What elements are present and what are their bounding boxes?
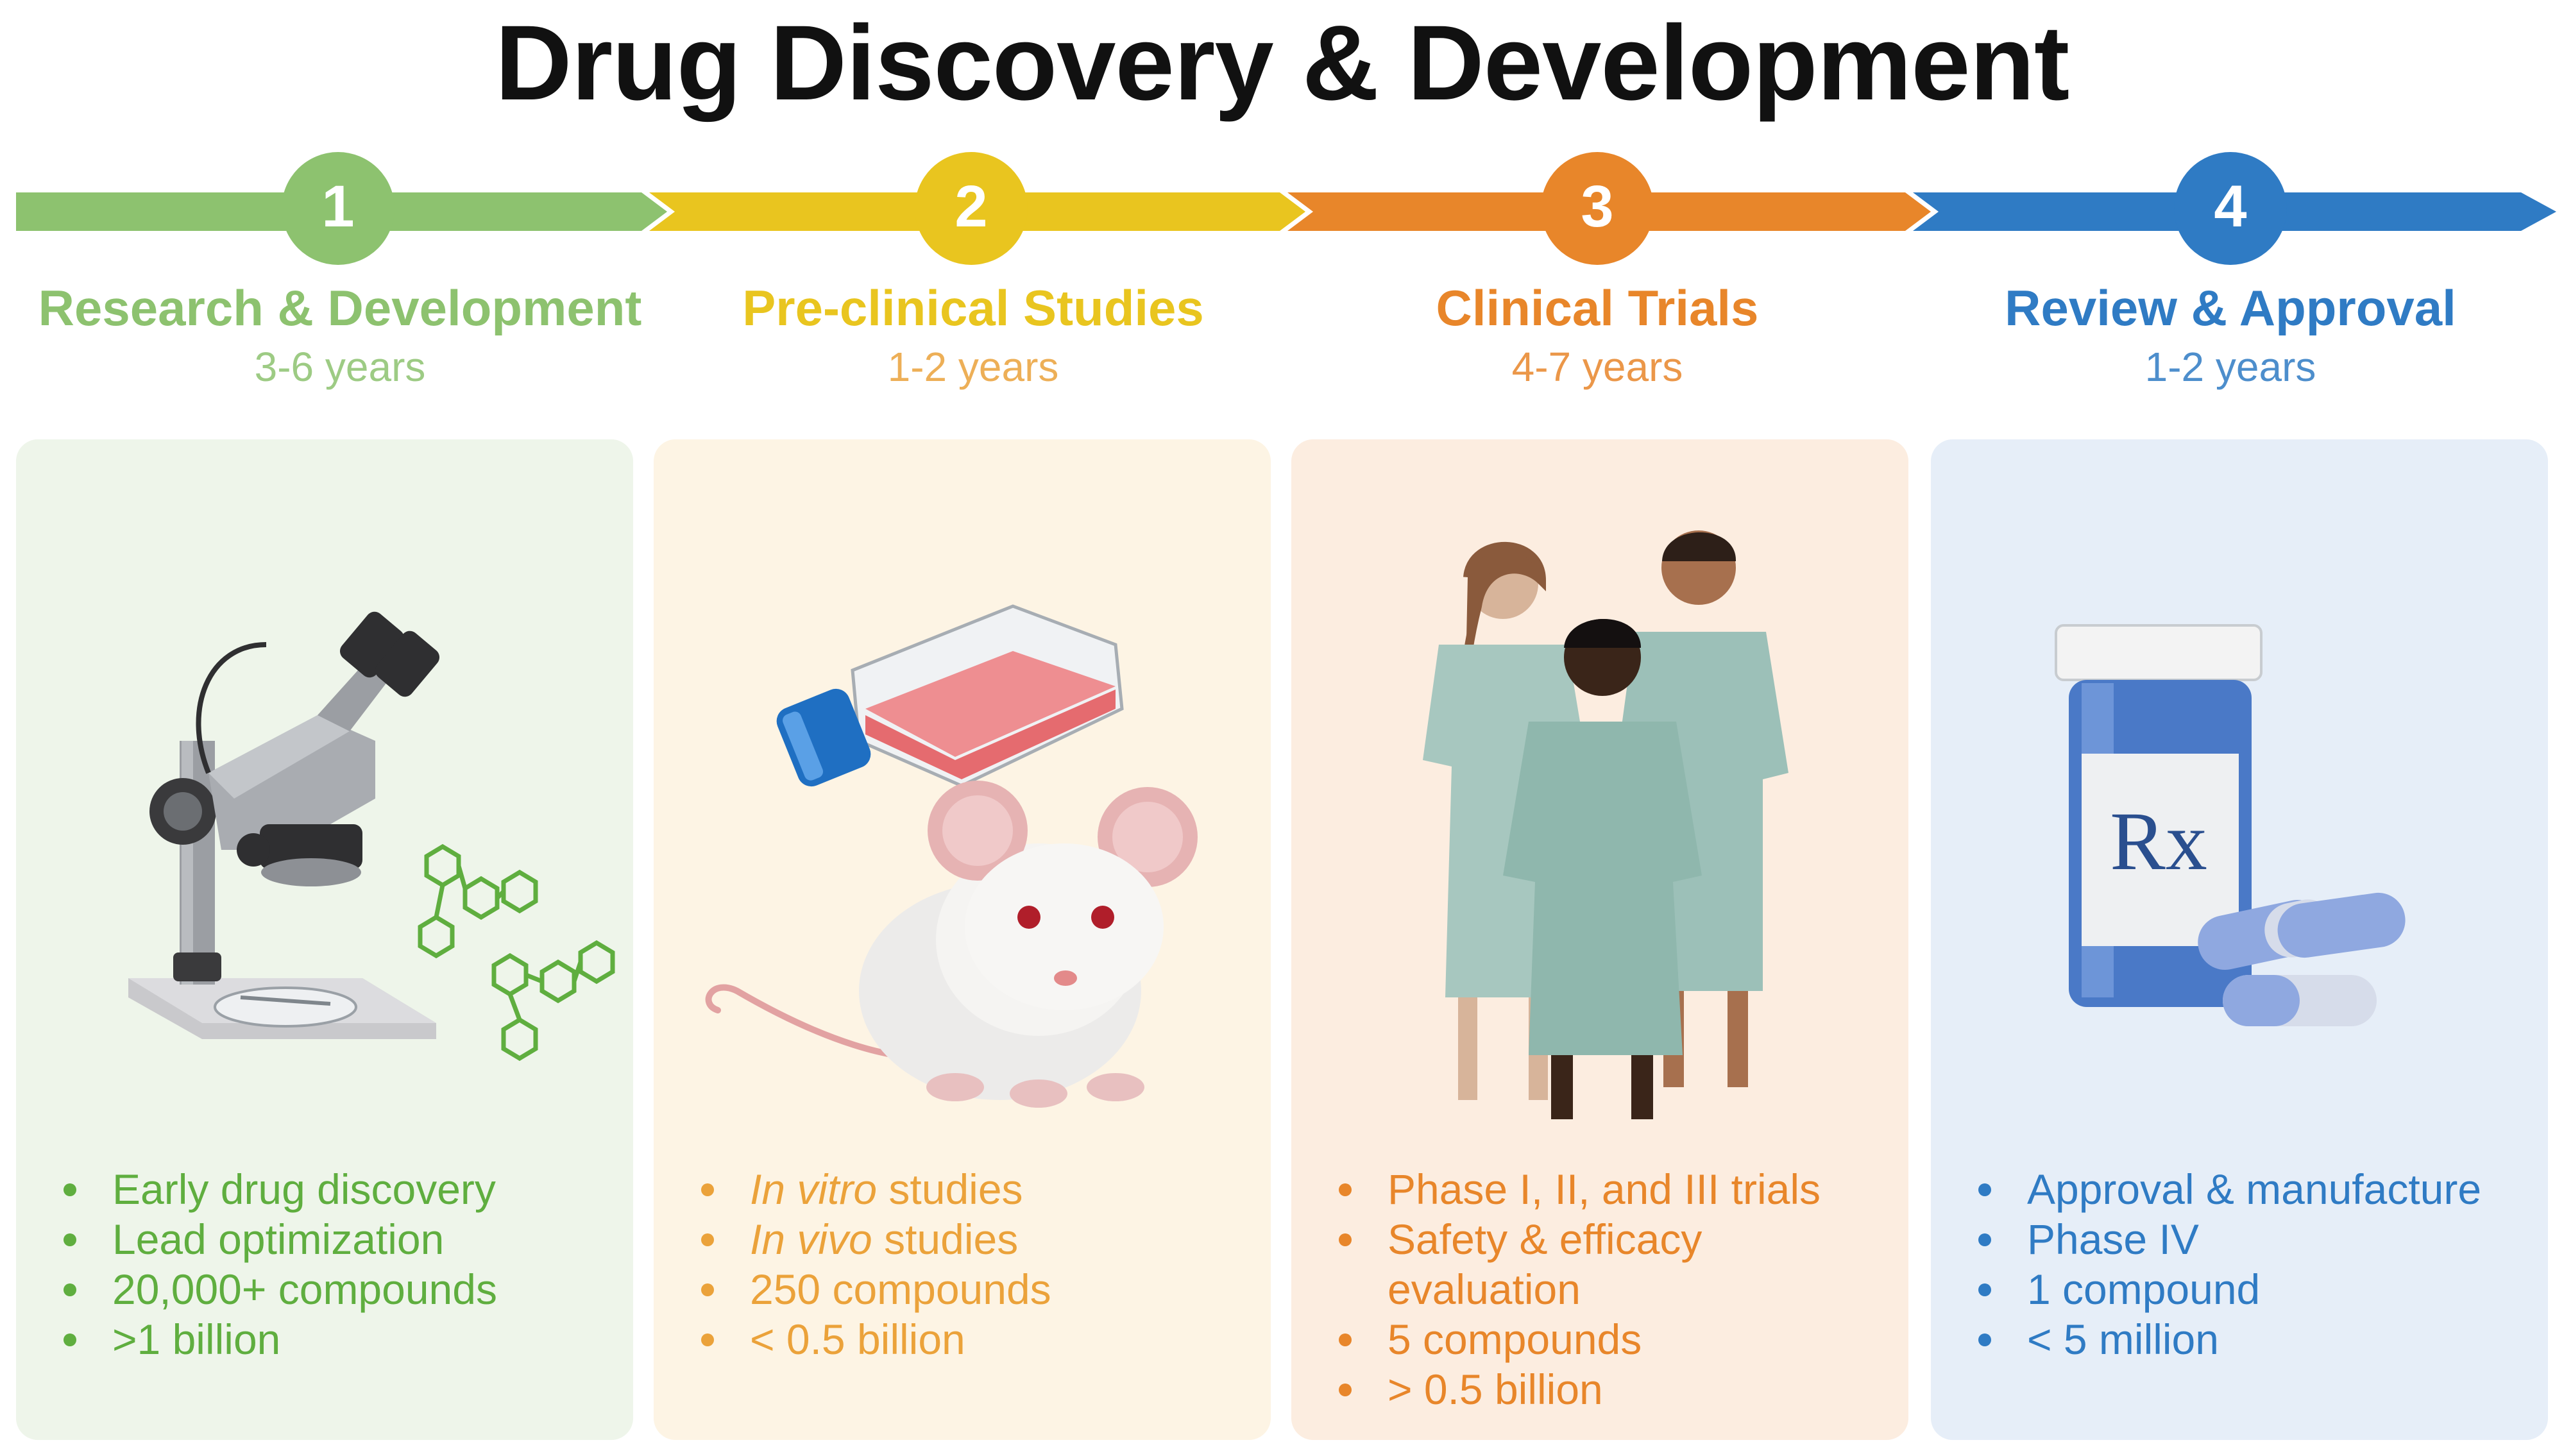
phase-1-duration: 3-6 years [254, 344, 426, 390]
phase-2-panel: In vitro studies In vivo studies 250 com… [654, 439, 1271, 1440]
list-item: Phase I, II, and III trials [1339, 1164, 1908, 1214]
list-item: 20,000+ compounds [64, 1264, 633, 1314]
phase-2-heading: Pre-clinical Studies 1-2 years [665, 276, 1281, 394]
phase-3-duration: 4-7 years [1511, 344, 1683, 390]
phase-4-heading: Review & Approval 1-2 years [1923, 276, 2538, 394]
step-2-number: 2 [955, 174, 987, 239]
phase-1-name: Research & Development [38, 280, 642, 336]
phase-1-panel: Early drug discovery Lead optimization 2… [16, 439, 633, 1440]
list-item: Safety & efficacy [1339, 1214, 1908, 1264]
patient-front-icon [1503, 619, 1702, 1119]
list-item: >1 billion [64, 1314, 633, 1364]
phase-3-heading: Clinical Trials 4-7 years [1289, 276, 1905, 394]
pill-bottle-icon: Rx [2055, 624, 2406, 1026]
page-title: Drug Discovery & Development [495, 4, 2070, 123]
rx-label: Rx [2110, 795, 2207, 888]
list-item: Approval & manufacture [1978, 1164, 2548, 1214]
list-item: 250 compounds [701, 1264, 1271, 1314]
phase-2-bullets: In vitro studies In vivo studies 250 com… [654, 1164, 1271, 1364]
mouse-and-flask-icon [705, 604, 1198, 1108]
cell-culture-flask-icon [776, 604, 1124, 788]
phase-3-panel: Phase I, II, and III trials Safety & eff… [1291, 439, 1908, 1440]
step-1-number: 1 [321, 174, 354, 239]
timeline-arrow: 1 2 3 4 [16, 152, 2556, 265]
phase-3-bullets: Phase I, II, and III trials Safety & eff… [1291, 1164, 1908, 1414]
step-4-badge: 4 [2174, 152, 2287, 265]
phase-4-name: Review & Approval [2005, 280, 2456, 336]
list-item: evaluation [1388, 1266, 1581, 1313]
lab-mouse-icon [705, 781, 1198, 1108]
list-item: Phase IV [1978, 1214, 2548, 1264]
list-item: 1 compound [1978, 1264, 2548, 1314]
list-item: In vivo studies [701, 1214, 1271, 1264]
list-item: 5 compounds [1339, 1314, 1908, 1364]
step-3-number: 3 [1581, 174, 1613, 239]
phase-4-panel: Rx Approval & manufacture Phase IV 1 com… [1931, 439, 2548, 1440]
step-3-badge: 3 [1541, 152, 1654, 265]
phase-3-name: Clinical Trials [1436, 280, 1759, 336]
list-item: In vitro studies [701, 1164, 1271, 1214]
step-2-badge: 2 [915, 152, 1028, 265]
step-1-badge: 1 [282, 152, 395, 265]
phase-1-bullets: Early drug discovery Lead optimization 2… [16, 1164, 633, 1364]
phase-2-duration: 1-2 years [887, 344, 1059, 390]
step-4-number: 4 [2214, 174, 2246, 239]
patients-icon [1423, 530, 1788, 1119]
list-item: Lead optimization [64, 1214, 633, 1264]
microscope-icon [128, 611, 615, 1062]
list-item: < 0.5 billion [701, 1314, 1271, 1364]
phase-2-name: Pre-clinical Studies [742, 280, 1204, 336]
list-item: < 5 million [1978, 1314, 2548, 1364]
phase-4-bullets: Approval & manufacture Phase IV 1 compou… [1931, 1164, 2548, 1364]
capsule-icon [2198, 892, 2406, 1026]
phase-1-heading: Research & Development 3-6 years [32, 276, 648, 394]
list-item: Early drug discovery [64, 1164, 633, 1214]
list-item: > 0.5 billion [1339, 1364, 1908, 1414]
phase-4-duration: 1-2 years [2144, 344, 2316, 390]
